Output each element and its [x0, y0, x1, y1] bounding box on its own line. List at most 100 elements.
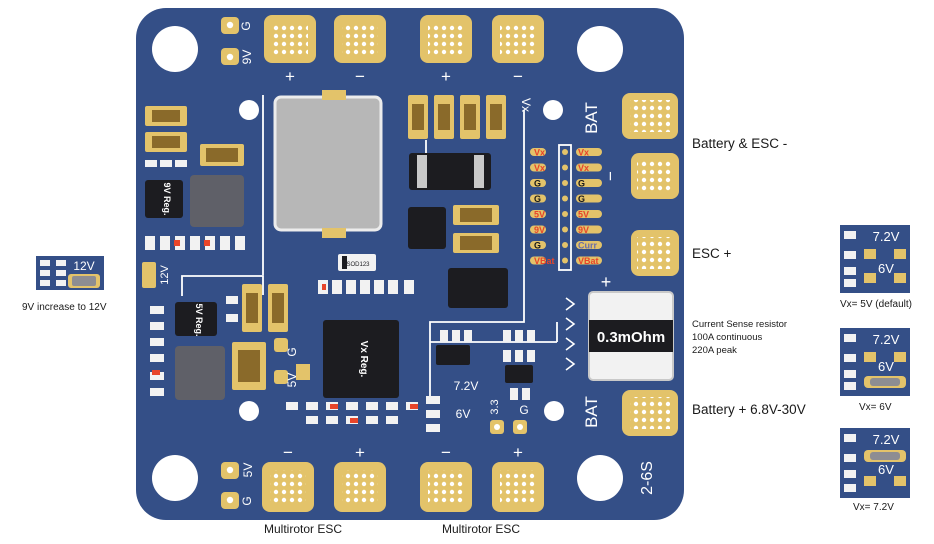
bottom-polarity-3: − — [441, 443, 451, 462]
header-label-right: G — [578, 179, 585, 189]
label-12v-silk: 12V — [159, 265, 171, 285]
pad-label-9v-top: 9V — [240, 50, 254, 65]
bottom-polarity-2: + — [355, 443, 365, 462]
inset-5v-6v: 6V — [878, 261, 894, 276]
top-polarity-3: + — [441, 67, 451, 86]
caption-vx-72v: Vx= 7.2V — [853, 502, 894, 513]
label-5v-silk: 5V — [285, 373, 299, 388]
label-g-silk: G — [285, 347, 299, 356]
inset-72v-72v: 7.2V — [873, 432, 900, 447]
cell-label: 2-6S — [639, 461, 656, 495]
bat-label-bottom: BAT — [582, 396, 601, 428]
top-polarity-2: − — [355, 67, 365, 86]
inset-vx-72v: 7.2V 6V — [840, 428, 910, 498]
silk-lines — [181, 95, 572, 398]
header-pin-hole — [562, 257, 568, 264]
header-label-right: VBat — [578, 256, 599, 266]
header-pin-left — [530, 194, 546, 203]
header-pin-left — [530, 148, 546, 156]
header-label-right: Curr — [578, 241, 597, 251]
caption-current-sense: Current Sense resistor 100A continuous 2… — [692, 318, 787, 357]
header-pin-right — [576, 210, 602, 218]
small-hole-3 — [239, 401, 259, 421]
pad-label-g-top: G — [239, 21, 253, 30]
caption-esc-plus: ESC + — [692, 246, 732, 261]
header-pin-right — [576, 163, 602, 172]
capacitors — [142, 95, 506, 390]
header-pin-right — [576, 225, 602, 234]
diode-label: SOD123 — [346, 262, 370, 268]
pad-label-5v-bottom: 5V — [241, 463, 255, 478]
caption-current-sense-3: 220A peak — [692, 345, 737, 356]
header-pin-left — [530, 256, 546, 265]
header-label-left: G — [534, 194, 541, 204]
mount-hole-br — [577, 455, 623, 501]
main-inductor — [273, 95, 383, 232]
inset-vx-6v: 7.2V 6V — [840, 328, 910, 396]
pcb-body — [136, 8, 684, 520]
bottom-polarity-1: − — [283, 443, 293, 462]
caption-9v-increase-12v: 9V increase to 12V — [22, 302, 107, 313]
ic-chips — [145, 153, 674, 400]
header-label-right: G — [578, 194, 585, 204]
label-33-silk: 3.3 — [489, 399, 501, 414]
caption-battery-plus: Battery + 6.8V-30V — [692, 402, 806, 417]
header-pin-right — [576, 241, 602, 249]
caption-multirotor-esc-right: Multirotor ESC — [442, 522, 521, 536]
mount-hole-bl — [152, 455, 198, 501]
reg5-label: 5V Reg. — [194, 303, 204, 336]
caption-current-sense-2: 100A continuous — [692, 332, 763, 343]
header-label-left: G — [534, 241, 541, 251]
header-pin-hole — [562, 149, 568, 155]
inset-12v-text: 12V — [73, 259, 94, 273]
header-label-left: 5V — [534, 210, 545, 220]
label-6v-silk: 6V — [456, 407, 471, 421]
top-polarity-1: + — [285, 67, 295, 86]
header-pin-left — [530, 179, 546, 187]
header-label-left: Vx — [534, 148, 545, 158]
bat-plus-label: + — [601, 272, 612, 292]
chevrons — [565, 297, 576, 371]
header-pin-hole — [562, 242, 568, 248]
header-pin-right — [576, 194, 602, 203]
header-label-right: 5V — [578, 210, 589, 220]
header-label-left: 9V — [534, 225, 545, 235]
header-label-left: G — [534, 179, 541, 189]
caption-current-sense-1: Current Sense resistor — [692, 319, 788, 330]
header-pin-left — [530, 210, 546, 218]
header-pin-hole — [562, 226, 568, 233]
inset-12v-jumper: 12V — [36, 256, 104, 290]
header-pin-right — [576, 148, 602, 156]
caption-multirotor-esc-left: Multirotor ESC — [264, 522, 343, 536]
mount-hole-tl — [152, 26, 198, 72]
top-esc-pads — [264, 15, 544, 63]
small-hole-1 — [239, 100, 259, 120]
header-pin-left — [530, 163, 546, 172]
header-pin-left — [530, 241, 546, 249]
header-pin-left — [530, 225, 546, 234]
caption-vx-5v: Vx= 5V (default) — [840, 299, 912, 310]
inset-vx-5v: 7.2V 6V — [840, 225, 910, 293]
header-label-left: Vx — [534, 163, 545, 173]
label-72v-silk: 7.2V — [454, 379, 479, 393]
header-pin-hole — [562, 211, 568, 217]
vx-label: Vx — [519, 98, 533, 112]
header-label-left: VBat — [534, 256, 555, 266]
caption-vx-6v: Vx= 6V — [859, 402, 892, 413]
header-pin-right — [576, 256, 602, 265]
header-pin-hole — [562, 164, 568, 171]
signal-pads — [221, 17, 527, 509]
label-g2-silk: G — [519, 403, 528, 417]
header-pin-right — [576, 179, 602, 187]
resistor-marks — [152, 240, 418, 423]
inset-6v-72v: 7.2V — [873, 332, 900, 347]
inset-72v-6v: 6V — [878, 462, 894, 477]
shunt-label: 0.3mOhm — [597, 329, 665, 346]
mount-hole-tr — [577, 26, 623, 72]
small-hole-4 — [544, 401, 564, 421]
smd-components — [145, 160, 535, 432]
header-label-right: 9V — [578, 225, 589, 235]
header-pin-hole — [562, 180, 568, 186]
